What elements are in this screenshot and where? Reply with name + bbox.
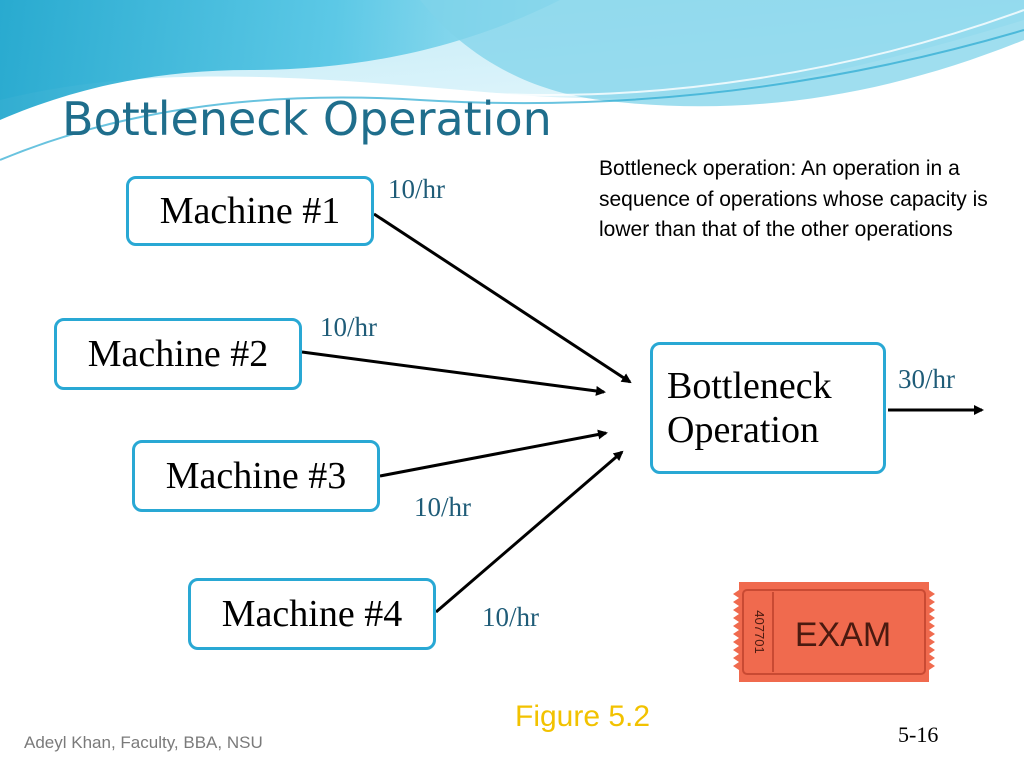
machine-3-box: Machine #3 [132, 440, 380, 512]
machine-1-rate: 10/hr [388, 174, 445, 205]
page-number: 5-16 [898, 722, 938, 748]
machine-2-label: Machine #2 [88, 332, 268, 376]
footer-author: Adeyl Khan, Faculty, BBA, NSU [24, 733, 263, 753]
machine-2-rate: 10/hr [320, 312, 377, 343]
exam-ticket-number: 407701 [752, 610, 767, 653]
machine-2-box: Machine #2 [54, 318, 302, 390]
exam-ticket-text: EXAM [795, 616, 891, 654]
bottleneck-label-line2: Operation [667, 408, 819, 452]
arrow-machine-3 [380, 433, 606, 476]
machine-1-label: Machine #1 [160, 189, 340, 233]
bottleneck-label-line1: Bottleneck [667, 364, 832, 408]
figure-label: Figure 5.2 [515, 700, 650, 734]
arrow-machine-4 [436, 452, 622, 612]
arrow-machine-1 [374, 214, 630, 382]
machine-4-rate: 10/hr [482, 602, 539, 633]
bottleneck-operation-box: Bottleneck Operation [650, 342, 886, 474]
exam-ticket-icon: 407701 EXAM [733, 582, 935, 682]
machine-3-label: Machine #3 [166, 454, 346, 498]
arrow-machine-2 [302, 352, 604, 392]
machine-1-box: Machine #1 [126, 176, 374, 246]
machine-3-rate: 10/hr [414, 492, 471, 523]
machine-4-label: Machine #4 [222, 592, 402, 636]
machine-4-box: Machine #4 [188, 578, 436, 650]
bottleneck-output-rate: 30/hr [898, 364, 955, 395]
